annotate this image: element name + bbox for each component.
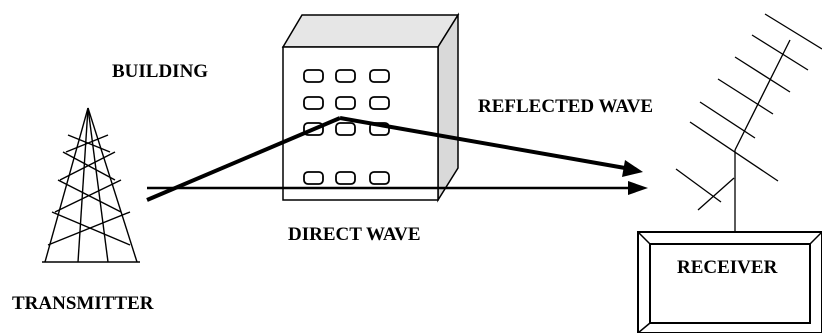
direct-wave-arrowhead [628,181,648,195]
office-building-icon [281,12,460,203]
transmitter-label: TRANSMITTER [12,293,154,314]
building-windows [303,69,390,185]
receiver-label: RECEIVER [677,257,778,278]
tv-receiver-icon [637,231,822,333]
yagi-antenna-icon [675,13,822,232]
receiver-screen [649,243,811,324]
building-top [281,14,460,48]
transmission-tower-icon [42,107,140,263]
building-side [437,12,459,203]
direct-wave-path [147,181,648,195]
building-label: BUILDING [112,61,208,82]
reflected-wave-label: REFLECTED WAVE [478,96,653,117]
reflected-wave-arrowhead [622,160,643,177]
reflected-wave-path [146,116,643,202]
direct-wave-label: DIRECT WAVE [288,224,421,245]
